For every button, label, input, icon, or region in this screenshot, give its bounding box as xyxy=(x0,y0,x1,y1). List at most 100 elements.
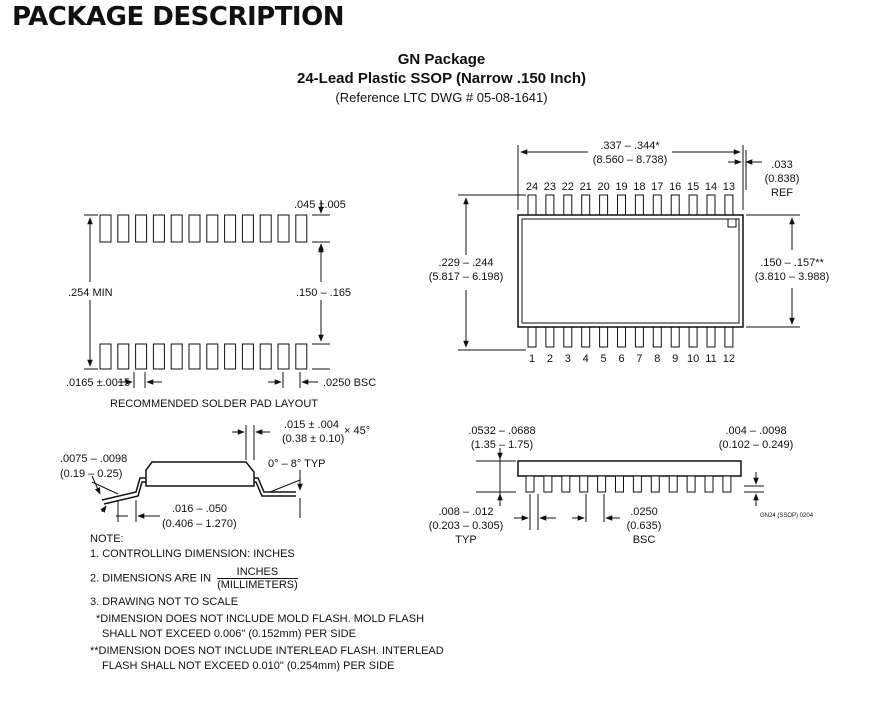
dim-length-mm: (8.560 – 8.738) xyxy=(593,154,668,166)
lead-right xyxy=(254,477,296,493)
package-subtitle: 24-Lead Plastic SSOP (Narrow .150 Inch) xyxy=(297,70,586,87)
solder-pad xyxy=(170,343,183,370)
package-pin xyxy=(581,194,591,216)
dim-lead-pitch: .0250 xyxy=(630,506,658,518)
package-pin xyxy=(527,326,537,348)
note-2-fraction: INCHES (MILLIMETERS) xyxy=(217,566,298,591)
solder-pad xyxy=(295,214,308,243)
pin-number-label: 17 xyxy=(651,181,663,193)
package-pin xyxy=(545,194,555,216)
solder-pad xyxy=(152,343,165,370)
package-body-inner xyxy=(521,218,740,324)
lead-angle: 0° – 8° TYP xyxy=(268,458,326,470)
note-5b: FLASH SHALL NOT EXCEED 0.010" (0.254mm) … xyxy=(102,660,395,672)
top-view-pins-lower xyxy=(527,326,734,348)
dim-length-in: .337 – .344* xyxy=(600,140,660,152)
package-pin xyxy=(581,326,591,348)
side-lead xyxy=(632,475,642,493)
pin-number-label: 1 xyxy=(529,353,535,365)
pin-number-label: 24 xyxy=(526,181,538,193)
notes-block: NOTE: 1. CONTROLLING DIMENSION: INCHES 2… xyxy=(90,532,444,674)
pin-number-label: 2 xyxy=(547,353,553,365)
side-lead xyxy=(579,475,589,493)
solder-pad xyxy=(170,214,183,243)
package-pin xyxy=(563,326,573,348)
side-view-left xyxy=(91,425,303,522)
package-pin xyxy=(724,326,734,348)
side-lead xyxy=(704,475,714,493)
package-body-outline xyxy=(517,214,744,328)
package-pin xyxy=(724,194,734,216)
note-3: 3. DRAWING NOT TO SCALE xyxy=(90,596,239,608)
dim-lead-pitch-mm: (0.635) xyxy=(627,520,662,532)
dim-overall-min: .254 MIN xyxy=(68,287,113,299)
side-lead xyxy=(650,475,660,493)
solder-pad xyxy=(241,214,254,243)
dim-ref-label: REF xyxy=(771,187,793,199)
dim-height: .0532 – .0688 xyxy=(468,425,535,437)
dim-standoff-mm: (0.102 – 0.249) xyxy=(719,439,794,451)
top-view-pins-upper xyxy=(527,194,734,216)
pin-number-label: 13 xyxy=(723,181,735,193)
package-title-block: GN Package 24-Lead Plastic SSOP (Narrow … xyxy=(0,50,883,107)
dim-foot: .016 – .050 xyxy=(172,503,227,515)
dim-lead-width: .008 – .012 xyxy=(438,506,493,518)
dim-lead-width-mm: (0.203 – 0.305) xyxy=(429,520,504,532)
package-pin xyxy=(599,194,609,216)
side-lead xyxy=(561,475,571,493)
pin-number-label: 11 xyxy=(705,353,716,365)
page-heading: PACKAGE DESCRIPTION xyxy=(12,2,344,32)
side-lead xyxy=(525,475,535,493)
dim-lead-thickness-mm: (0.19 – 0.25) xyxy=(60,468,122,480)
dim-lead-width-label: TYP xyxy=(455,534,476,546)
solder-pad xyxy=(277,214,290,243)
dim-ref-mm: (0.838) xyxy=(765,173,800,185)
side-lead xyxy=(543,475,553,493)
pin1-marker xyxy=(727,218,737,228)
pin-number-label: 5 xyxy=(601,353,607,365)
solder-pad xyxy=(277,343,290,370)
package-pin xyxy=(652,194,662,216)
pin-number-label: 4 xyxy=(583,353,589,365)
dim-chamfer-mm: (0.38 ± 0.10) xyxy=(282,433,344,445)
package-pin xyxy=(545,326,555,348)
note-2-text: 2. DIMENSIONS ARE IN xyxy=(90,572,212,585)
dim-chamfer: .015 ± .004 xyxy=(284,419,339,431)
solder-pad xyxy=(206,214,219,243)
pin-number-label: 15 xyxy=(687,181,699,193)
side-lead xyxy=(668,475,678,493)
solder-pad xyxy=(117,214,130,243)
side-lead xyxy=(597,475,607,493)
side-lead xyxy=(722,475,732,493)
pin-number-label: 16 xyxy=(669,181,681,193)
dim-inner: .150 – .165 xyxy=(296,287,351,299)
solder-pad xyxy=(135,343,148,370)
package-pin xyxy=(617,194,626,216)
pin-number-label: 9 xyxy=(672,353,678,365)
package-pin xyxy=(599,326,609,348)
solder-pad xyxy=(117,343,130,370)
solder-pad xyxy=(99,343,112,370)
note-2-denominator: (MILLIMETERS) xyxy=(217,579,298,591)
lead-left xyxy=(101,477,146,501)
side-leads xyxy=(525,475,732,493)
notes-title: NOTE: xyxy=(90,533,124,545)
package-reference: (Reference LTC DWG # 05-08-1641) xyxy=(335,90,548,105)
solder-pad xyxy=(259,343,272,370)
side-body-right xyxy=(517,460,742,477)
pad-row-bottom xyxy=(99,343,308,370)
dim-standoff: .004 – .0098 xyxy=(725,425,786,437)
pin-number-label: 19 xyxy=(615,181,627,193)
side-view-right xyxy=(476,448,764,530)
solder-pad xyxy=(188,343,201,370)
note-2: 2. DIMENSIONS ARE IN INCHES (MILLIMETERS… xyxy=(90,566,444,591)
package-pin xyxy=(706,326,716,348)
pin-number-label: 21 xyxy=(580,181,592,193)
solder-pad xyxy=(224,343,237,370)
note-4b: SHALL NOT EXCEED 0.006" (0.152mm) PER SI… xyxy=(102,628,356,640)
solder-pad-layout xyxy=(84,200,330,388)
side-body-left xyxy=(145,461,255,487)
